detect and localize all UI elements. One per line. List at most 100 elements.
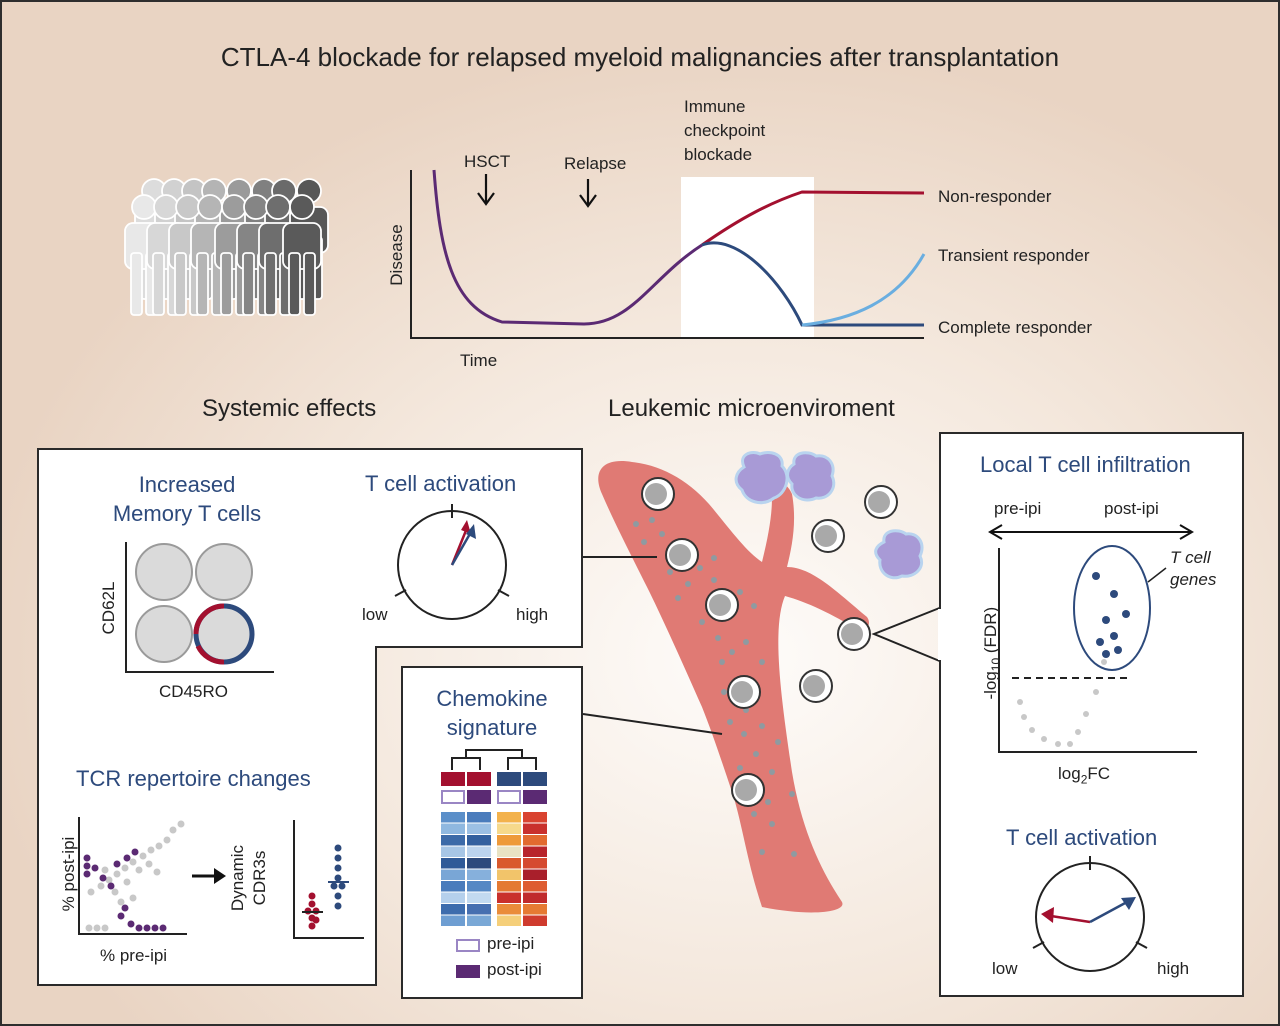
heatmap-cell [441, 869, 465, 880]
heatmap-cell [523, 904, 547, 915]
heatmap-cell [441, 881, 465, 892]
heatmap-cell [467, 823, 491, 834]
disease-timeline-chart [410, 169, 926, 339]
tissue-t-cells [799, 485, 898, 703]
tcr-arrow [192, 868, 226, 884]
memory-t-cells-title: Increased Memory T cells [112, 472, 262, 526]
heatmap-cell [467, 892, 491, 903]
t-cell-genes-ellipse [1073, 545, 1151, 671]
heatmap-cell [497, 904, 521, 915]
non-responder-line [701, 190, 925, 247]
transient-responder-label: Transient responder [938, 246, 1090, 265]
time-axis-label: Time [460, 351, 498, 370]
figure-title: CTLA-4 blockade for relapsed myeloid mal… [220, 42, 1060, 72]
heatmap-cell [497, 823, 521, 834]
disease-course-line [432, 169, 703, 326]
memory-quadrant-plot [125, 542, 274, 673]
callout-infiltration [871, 606, 943, 663]
leukemic-blast-cells [734, 451, 924, 580]
heatmap-cell [523, 812, 547, 823]
relapse-arrow [579, 179, 597, 208]
heatmap-cell [441, 915, 465, 926]
direction-arrow [988, 524, 1194, 540]
heatmap-cell [467, 858, 491, 869]
transient-responder-line [801, 253, 926, 327]
tcr-scatter-plot [78, 817, 187, 935]
heatmap-cell [523, 846, 547, 857]
heatmap-cell [523, 835, 547, 846]
infiltration-title: Local T cell infiltration [980, 452, 1191, 477]
heatmap-cell [441, 846, 465, 857]
cdr3-dot-plot [293, 820, 364, 939]
non-responder-label: Non-responder [938, 187, 1052, 206]
heatmap-cell [497, 915, 521, 926]
chemokine-panel [401, 666, 583, 999]
chemokine-heatmap [441, 749, 547, 926]
vessel-t-cells [641, 477, 765, 807]
heatmap-cell [523, 869, 547, 880]
infiltration-post-label: post-ipi [1104, 499, 1159, 518]
heatmap-cell [467, 881, 491, 892]
heatmap-cell [497, 881, 521, 892]
post-ipi-needle [450, 524, 476, 566]
quadrant-cell-tr [195, 543, 253, 601]
post-ipi-needle [1089, 897, 1136, 924]
systemic-activation-title: T cell activation [365, 471, 517, 496]
heatmap-cell [467, 835, 491, 846]
local-activation-gauge [1032, 856, 1148, 972]
heatmap-cell [523, 858, 547, 869]
heatmap-cell [467, 846, 491, 857]
systemic-panel-bottom [37, 646, 377, 986]
systemic-panel-top [37, 448, 583, 648]
heatmap-cell [497, 846, 521, 857]
tcr-repertoire-title: TCR repertoire changes [76, 766, 311, 791]
heatmap-cell [441, 904, 465, 915]
neg-log10-fdr-axis-label: -log10 (FDR) [980, 606, 1004, 700]
heatmap-cell [497, 858, 521, 869]
quadrant-cell-bl [135, 605, 193, 663]
heatmap-cell [497, 892, 521, 903]
local-low-label: low [992, 959, 1018, 978]
callout-chemokine [582, 713, 723, 735]
hsct-arrow [477, 174, 495, 206]
blockade-label: Immune checkpoint blockade [684, 97, 766, 164]
heatmap-cell [523, 881, 547, 892]
heatmap-cell [441, 823, 465, 834]
complete-responder-label: Complete responder [938, 318, 1093, 337]
chemokine-title: Chemokine signature [436, 686, 548, 740]
cd45ro-axis-label: CD45RO [159, 682, 228, 701]
complete-responder-line [701, 241, 924, 327]
relapse-label: Relapse [564, 154, 627, 173]
legend-post-ipi: post-ipi [487, 960, 542, 979]
heatmap-cell [467, 915, 491, 926]
local-high-label: high [1157, 959, 1190, 978]
chemokine-legend-swatches [456, 939, 480, 978]
heatmap-cell [441, 835, 465, 846]
pre-ipi-axis-label: % pre-ipi [100, 946, 168, 965]
heatmap-cell [523, 915, 547, 926]
systemic-effects-heading: Systemic effects [202, 395, 377, 422]
leukemic-microenvironment-heading: Leukemic microenviroment [608, 395, 895, 422]
heatmap-cell [467, 904, 491, 915]
hsct-label: HSCT [464, 152, 511, 171]
heatmap-cell [441, 892, 465, 903]
heatmap-cell [497, 812, 521, 823]
infiltration-pre-label: pre-ipi [994, 499, 1042, 518]
systemic-high-label: high [516, 605, 549, 624]
heatmap-cell [467, 812, 491, 823]
legend-pre-ipi: pre-ipi [487, 934, 535, 953]
local-activation-title: T cell activation [1006, 825, 1158, 850]
heatmap-cell [523, 892, 547, 903]
heatmap-cell [497, 869, 521, 880]
quadrant-cell-tl [135, 543, 193, 601]
pre-ipi-needle [1041, 907, 1091, 924]
log2fc-axis-label: log2FC [1058, 764, 1111, 787]
heatmap-cell [441, 858, 465, 869]
systemic-activation-gauge [394, 504, 510, 620]
infiltration-panel [939, 432, 1244, 997]
heatmap-cell [441, 812, 465, 823]
